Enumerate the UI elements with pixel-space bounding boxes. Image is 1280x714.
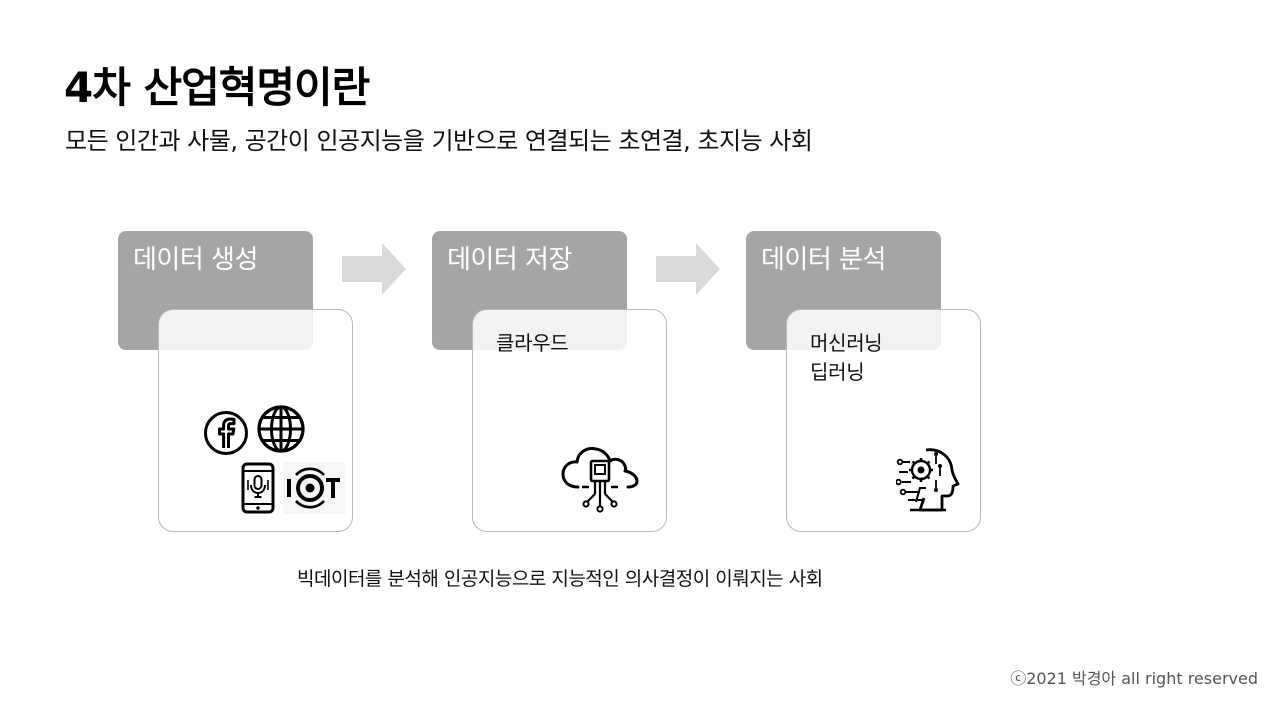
globe-icon [257,405,305,453]
facebook-icon [204,411,248,455]
stage-text-line: 딥러닝 [810,360,865,384]
stage-card [472,309,667,532]
ai-head-circuit-icon [896,448,960,512]
stage-title: 데이터 분석 [761,245,886,275]
stage-title: 데이터 생성 [133,245,258,275]
flow-arrow [656,243,720,295]
stage-text-line: 클라우드 [496,331,569,355]
page-subtitle: 모든 인간과 사물, 공간이 인공지능을 기반으로 연결되는 초연결, 초지능 … [65,127,813,155]
stage-text-line: 머신러닝 [810,331,883,355]
cloud-computing-icon [561,447,639,513]
diagram-caption: 빅데이터를 분석해 인공지능으로 지능적인 의사결정이 이뤄지는 사회 [297,568,823,590]
page-title: 4차 산업혁명이란 [64,63,370,112]
iot-icon [283,462,345,514]
stage-title: 데이터 저장 [447,245,572,275]
voice-assistant-phone-icon [241,462,275,514]
flow-arrow [342,243,406,295]
copyright-notice: ⓒ2021 박경아 all right reserved [1010,669,1258,688]
